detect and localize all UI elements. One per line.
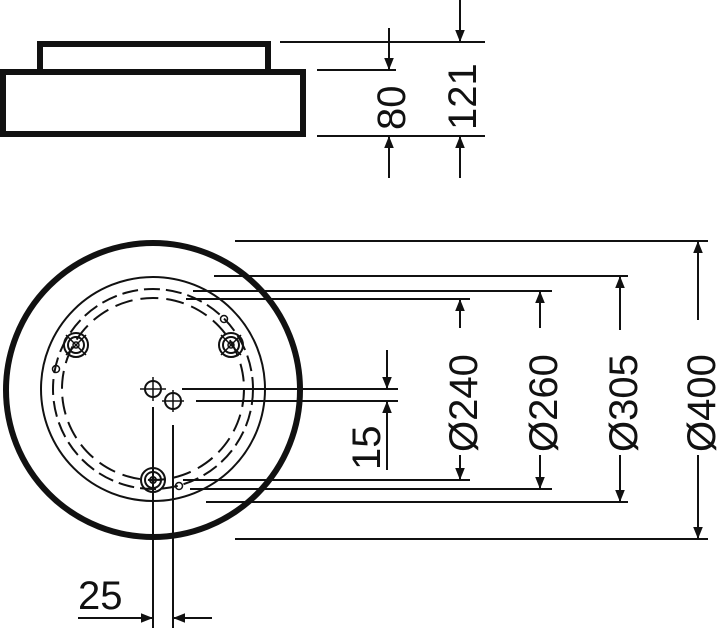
side-view [0,41,306,137]
dim-offset-25: 25 [78,574,123,618]
small-hole [174,481,184,491]
dim-offset-15: 15 [345,426,389,471]
top-view-extension-lines [152,240,708,628]
small-hole [219,314,229,324]
small-hole [51,364,61,374]
side-view-body [0,69,306,137]
side-view-dimensions [280,0,485,178]
dim-diameter-305: Ø305 [602,354,646,452]
top-view-dimension-arrows [78,241,703,623]
dim-height-80: 80 [370,86,414,131]
dim-diameter-260: Ø260 [522,354,566,452]
dim-diameter-400: Ø400 [680,354,720,452]
screw-top-left [63,332,89,358]
center-hole-1 [140,377,166,401]
center-hole-2 [162,390,184,412]
dim-height-121: 121 [441,63,485,130]
screw-top-right [218,332,244,358]
dim-diameter-240: Ø240 [442,354,486,452]
side-view-top-cap [37,41,271,75]
